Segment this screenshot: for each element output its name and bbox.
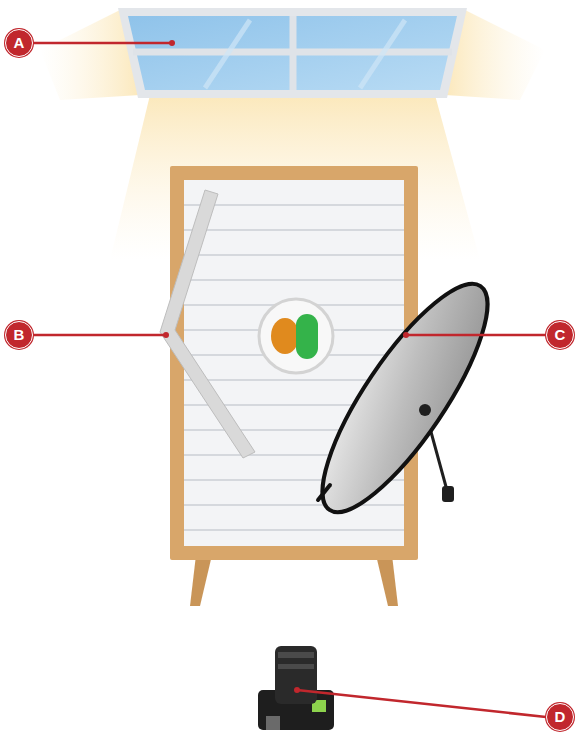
callout-letter: A [5, 29, 33, 57]
callout-letter: C [546, 321, 574, 349]
callout-letter: B [5, 321, 33, 349]
callout-letter: D [546, 703, 574, 731]
